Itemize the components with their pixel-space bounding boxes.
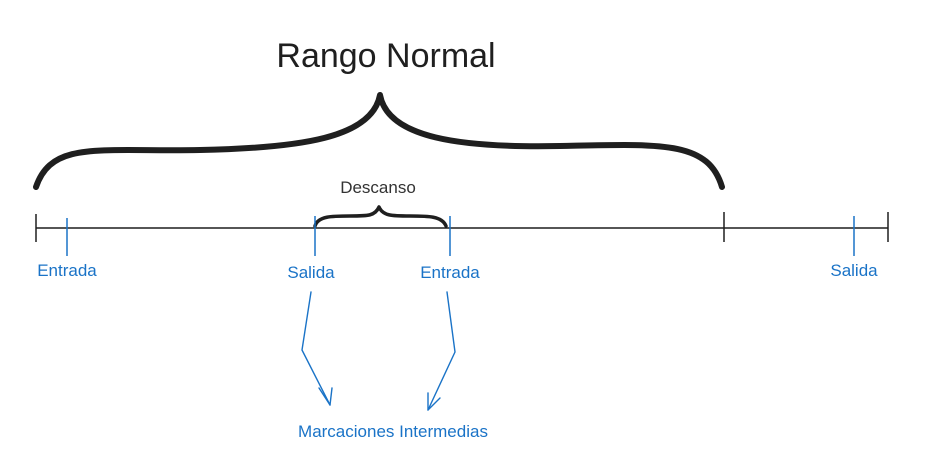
intermediate-markings-label: Marcaciones Intermedias bbox=[298, 422, 488, 441]
break-brace bbox=[313, 205, 448, 228]
break-label: Descanso bbox=[340, 178, 416, 197]
diagram-title: Rango Normal bbox=[276, 37, 495, 75]
marker-label-salida-1: Salida bbox=[287, 263, 335, 282]
marker-label-entrada-1: Entrada bbox=[37, 261, 97, 280]
marker-label-salida-2: Salida bbox=[830, 261, 878, 280]
marker-label-entrada-2: Entrada bbox=[420, 263, 480, 282]
arrow-from-salida bbox=[301, 291, 333, 406]
normal-range-brace bbox=[33, 92, 725, 190]
arrow-from-entrada bbox=[427, 291, 456, 411]
